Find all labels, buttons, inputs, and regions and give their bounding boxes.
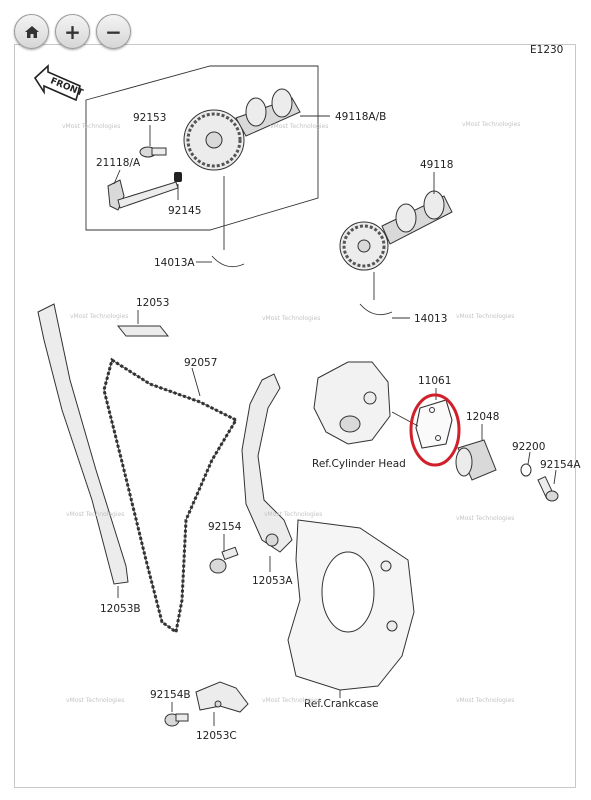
watermark: vMost Technologies — [462, 121, 520, 128]
highlight-circle — [409, 393, 461, 467]
ref-crankcase: Ref.Crankcase — [304, 698, 379, 710]
guide-12053 — [116, 325, 170, 337]
bolt-92154a — [537, 475, 559, 502]
tensioner-12048 — [455, 439, 497, 481]
bracket-12053c — [195, 681, 249, 713]
zoom-out-button[interactable]: − — [96, 14, 131, 49]
label-92200: 92200 — [512, 441, 545, 453]
watermark: vMost Technologies — [66, 697, 124, 704]
viewer-toolbar: + − — [14, 14, 131, 49]
bolt-92153 — [139, 146, 167, 158]
camshaft-49118ab — [183, 88, 301, 171]
label-12053c: 12053C — [196, 730, 237, 742]
minus-icon: − — [105, 19, 122, 44]
label-92154b: 92154B — [150, 689, 191, 701]
label-12053b: 12053B — [100, 603, 141, 615]
label-92145: 92145 — [168, 205, 201, 217]
watermark: vMost Technologies — [456, 313, 514, 320]
watermark: vMost Technologies — [262, 315, 320, 322]
watermark: vMost Technologies — [456, 697, 514, 704]
label-92057: 92057 — [184, 357, 217, 369]
label-92154a: 92154A — [540, 459, 581, 471]
watermark: vMost Technologies — [456, 515, 514, 522]
label-11061: 11061 — [418, 375, 451, 387]
label-92153: 92153 — [133, 112, 166, 124]
watermark: vMost Technologies — [70, 313, 128, 320]
label-12053a: 12053A — [252, 575, 293, 587]
label-21118a: 21118/A — [96, 157, 141, 169]
chain-guide-12053b — [37, 303, 129, 585]
cylinder-head-ref — [313, 361, 391, 445]
label-14013a: 14013A — [154, 257, 195, 269]
diagram-code: E1230 — [530, 44, 563, 56]
tensioner-guide-12053a — [241, 373, 293, 553]
plus-icon: + — [64, 19, 81, 44]
front-arrow-icon: FRONT — [33, 64, 85, 102]
gasket-11061 — [415, 399, 453, 449]
home-icon — [24, 25, 39, 38]
label-12053: 12053 — [136, 297, 169, 309]
label-49118ab: 49118A/B — [335, 111, 386, 123]
camshaft-group-outline — [85, 65, 319, 231]
crankcase-ref — [287, 519, 415, 691]
label-12048: 12048 — [466, 411, 499, 423]
timing-chain-92057 — [102, 357, 239, 635]
label-92154: 92154 — [208, 521, 242, 533]
ref-cylinder-head: Ref.Cylinder Head — [312, 458, 406, 470]
watermark: vMost Technologies — [264, 511, 322, 518]
camshaft-49118 — [339, 190, 453, 271]
ring-92145 — [174, 172, 182, 182]
watermark: vMost Technologies — [262, 697, 320, 704]
watermark: vMost Technologies — [270, 123, 328, 130]
home-button[interactable] — [14, 14, 49, 49]
guide-14013a — [211, 255, 245, 268]
label-49118: 49118 — [420, 159, 453, 171]
washer-92200 — [520, 463, 532, 477]
zoom-in-button[interactable]: + — [55, 14, 90, 49]
bolt-92154b — [164, 713, 189, 727]
watermark: vMost Technologies — [66, 511, 124, 518]
watermark: vMost Technologies — [62, 123, 120, 130]
guide-14013 — [359, 303, 393, 316]
bolt-92154 — [209, 546, 239, 574]
label-14013: 14013 — [414, 313, 447, 325]
decompression-lever-21118a — [107, 179, 179, 211]
